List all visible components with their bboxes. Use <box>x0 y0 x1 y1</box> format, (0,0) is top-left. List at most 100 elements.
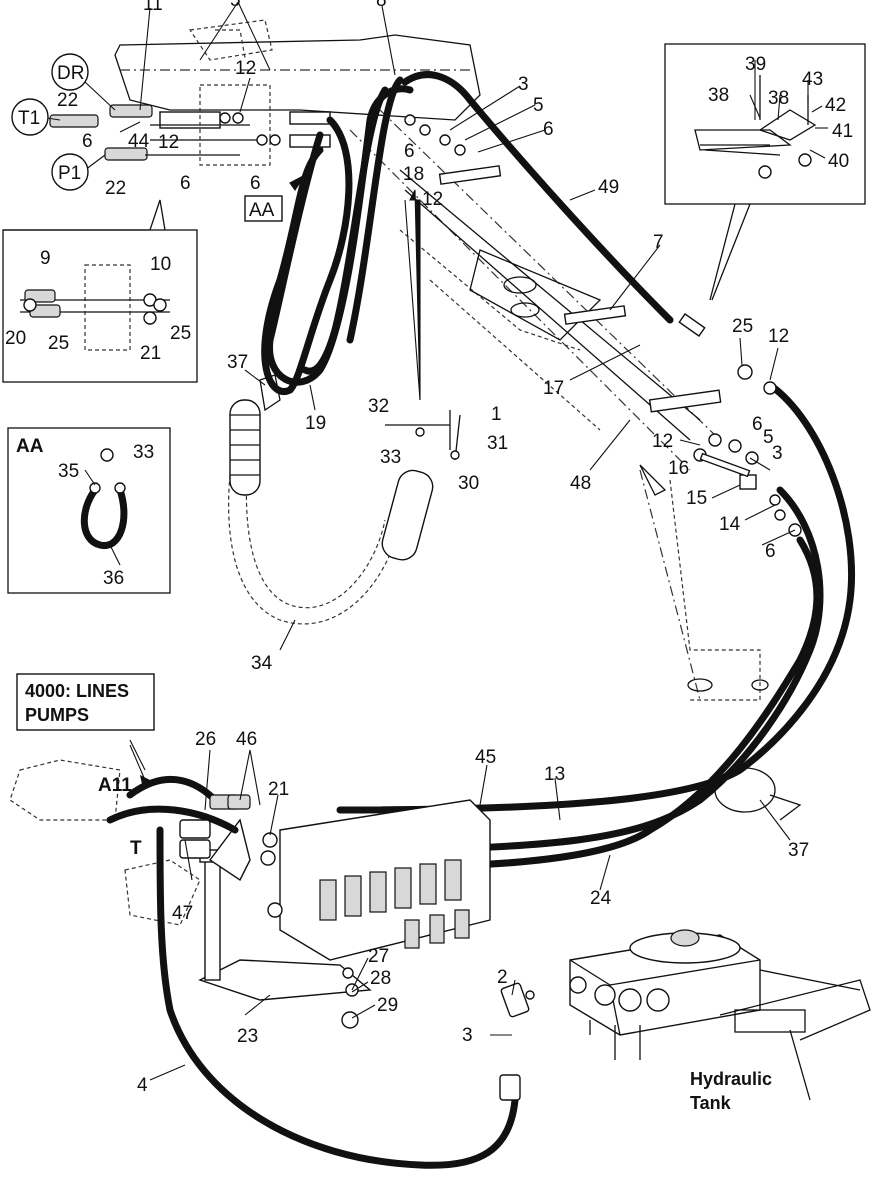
leader-lines <box>39 1 828 1081</box>
valve-block <box>9 759 491 1029</box>
hose-49 <box>401 71 674 324</box>
label-36: 36 <box>103 568 124 589</box>
label-6-f: 6 <box>752 414 763 435</box>
label-6-e: 6 <box>404 141 415 162</box>
label-12-a: 12 <box>158 132 179 153</box>
callout-circle-p1 <box>51 153 89 191</box>
lines-pumps-box <box>16 673 155 731</box>
label-46: 46 <box>236 729 257 750</box>
hose-wrap-34 <box>228 374 434 625</box>
label-22-lower: 22 <box>105 178 126 199</box>
label-6-d: 6 <box>543 119 554 140</box>
hose-clamp-37 <box>714 767 802 821</box>
label-3-c: 3 <box>462 1025 473 1046</box>
label-a11: A11 <box>98 775 132 796</box>
label-aa-inset: AA <box>16 436 44 457</box>
label-23: 23 <box>237 1026 258 1047</box>
label-28: 28 <box>370 968 391 989</box>
label-12-c: 12 <box>422 189 443 210</box>
label-33-b: 33 <box>133 442 154 463</box>
label-27: 27 <box>368 946 389 967</box>
label-44: 44 <box>128 131 150 152</box>
label-30: 30 <box>458 473 479 494</box>
label-40: 40 <box>828 151 849 172</box>
label-5-b: 5 <box>763 427 774 448</box>
label-21-b: 21 <box>268 779 289 800</box>
pump-lines <box>106 775 521 1169</box>
label-1: 1 <box>491 404 502 425</box>
valve-sections <box>319 859 470 949</box>
label-42: 42 <box>825 95 846 116</box>
label-t: T <box>130 838 142 859</box>
lines-pumps-line2: PUMPS <box>25 705 89 725</box>
label-15: 15 <box>686 488 707 509</box>
pin-group <box>385 410 461 461</box>
upper-left-fittings <box>49 84 331 166</box>
label-37-b: 37 <box>788 840 809 861</box>
label-29: 29 <box>377 995 398 1016</box>
label-6-b: 6 <box>180 173 191 194</box>
arrows <box>129 174 421 784</box>
label-24: 24 <box>590 888 612 909</box>
tank-label-line2: Tank <box>690 1093 732 1113</box>
label-2: 2 <box>497 967 508 988</box>
label-35: 35 <box>58 461 79 482</box>
label-34: 34 <box>251 653 273 674</box>
callout-circle-t1 <box>11 98 49 136</box>
tank-label-line1: Hydraulic <box>690 1069 772 1089</box>
label-20: 20 <box>5 328 26 349</box>
label-3-a: 3 <box>518 74 529 95</box>
lines-pumps-line1: 4000: LINES <box>25 681 129 701</box>
inset-box-left <box>2 199 198 383</box>
label-33-a: 33 <box>380 447 401 468</box>
label-12-d: 12 <box>768 326 789 347</box>
label-8: 8 <box>376 0 387 11</box>
callout-box-aa <box>244 195 283 222</box>
label-38-a: 38 <box>708 85 729 106</box>
boom-fittings <box>404 114 802 537</box>
hydraulic-tank <box>500 929 871 1101</box>
label-6-g: 6 <box>765 541 776 562</box>
label-t1: T1 <box>18 108 40 129</box>
label-21-a: 21 <box>140 343 161 364</box>
label-9: 9 <box>40 248 51 269</box>
label-19: 19 <box>305 413 326 434</box>
label-4: 4 <box>137 1075 148 1096</box>
inset-box-right <box>664 43 866 301</box>
label-13: 13 <box>544 764 565 785</box>
label-6-c: 6 <box>250 173 261 194</box>
label-38-b: 38 <box>768 88 789 109</box>
boom-structure <box>114 19 769 701</box>
label-47: 47 <box>172 903 193 924</box>
label-7: 7 <box>653 232 664 253</box>
label-48: 48 <box>570 473 591 494</box>
label-12-e: 12 <box>652 431 673 452</box>
label-26: 26 <box>195 729 216 750</box>
label-39: 39 <box>745 54 766 75</box>
label-49: 49 <box>598 177 619 198</box>
label-16: 16 <box>668 458 689 479</box>
label-41: 41 <box>832 121 853 142</box>
label-32: 32 <box>368 396 389 417</box>
callout-labels: 11 5 8 DR T1 P1 22 22 6 44 12 6 12 6 AA … <box>5 0 853 1113</box>
label-25-c: 25 <box>732 316 753 337</box>
label-43: 43 <box>802 69 823 90</box>
label-18: 18 <box>403 164 424 185</box>
label-25-a: 25 <box>48 333 69 354</box>
inset-box-aa <box>7 427 171 594</box>
label-17: 17 <box>543 378 564 399</box>
label-aa: AA <box>249 200 275 221</box>
label-5-a: 5 <box>533 95 544 116</box>
label-6-a: 6 <box>82 131 93 152</box>
label-37-a: 37 <box>227 352 248 373</box>
label-45: 45 <box>475 747 496 768</box>
label-10: 10 <box>150 254 171 275</box>
label-22-upper: 22 <box>57 90 78 111</box>
callout-circle-dr <box>51 53 89 91</box>
label-p1: P1 <box>58 163 81 184</box>
hose-19 <box>261 76 414 395</box>
label-3-b: 3 <box>772 443 783 464</box>
label-31: 31 <box>487 433 508 454</box>
